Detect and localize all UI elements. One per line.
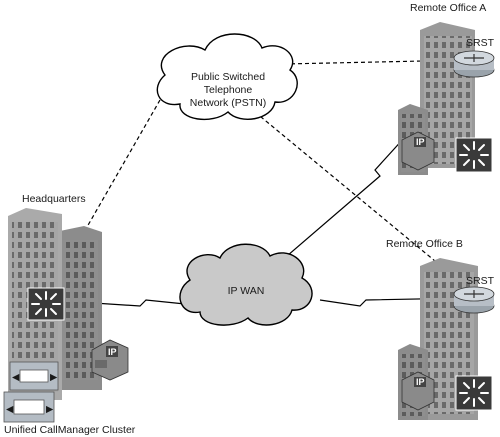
router-icon: [453, 286, 495, 314]
hq-phone-ip-text: IP: [108, 347, 117, 357]
headquarters-site: Headquarters IP: [3, 193, 136, 436]
svg-text:▶: ▶: [46, 404, 54, 415]
ip-wan-cloud-icon: IP WAN: [179, 243, 313, 326]
ip-wan-label: IP WAN: [228, 285, 265, 297]
headquarters-label: Headquarters: [22, 193, 86, 205]
svg-text:▶: ▶: [50, 372, 58, 383]
srst-b-label: SRST: [466, 275, 495, 287]
svg-text:◀: ◀: [6, 404, 14, 415]
remote-office-a-site: Remote Office A SRST IP: [398, 2, 495, 175]
pstn-label-line3: Network (PSTN): [190, 97, 266, 109]
remote-b-phone-ip-text: IP: [416, 377, 425, 387]
switch-icon: [27, 287, 65, 321]
ip-phone-icon: IP: [401, 371, 435, 411]
cluster-label: Unified CallManager Cluster: [4, 424, 136, 436]
pstn-label-line2: Telephone: [204, 84, 253, 96]
srst-a-label: SRST: [466, 37, 495, 49]
router-icon: [453, 50, 495, 78]
svg-text:◀: ◀: [12, 372, 20, 383]
wan-link-remote-b: [319, 297, 471, 307]
remote-a-phone-ip-text: IP: [416, 137, 425, 147]
remote-office-b-site: Remote Office B SRST IP: [386, 238, 495, 420]
pstn-label-line1: Public Switched: [191, 71, 265, 83]
switch-icon: [455, 137, 493, 173]
remote-office-b-label: Remote Office B: [386, 238, 463, 250]
switch-icon: [455, 375, 493, 411]
remote-office-a-label: Remote Office A: [410, 2, 486, 14]
pstn-cloud-icon: Public Switched Telephone Network (PSTN): [156, 33, 298, 120]
callmanager-server-icon: ◀ ▶: [9, 361, 59, 391]
callmanager-server-icon: ◀ ▶: [3, 391, 55, 423]
ip-phone-icon: IP: [91, 339, 129, 381]
ip-phone-icon: IP: [401, 131, 435, 171]
